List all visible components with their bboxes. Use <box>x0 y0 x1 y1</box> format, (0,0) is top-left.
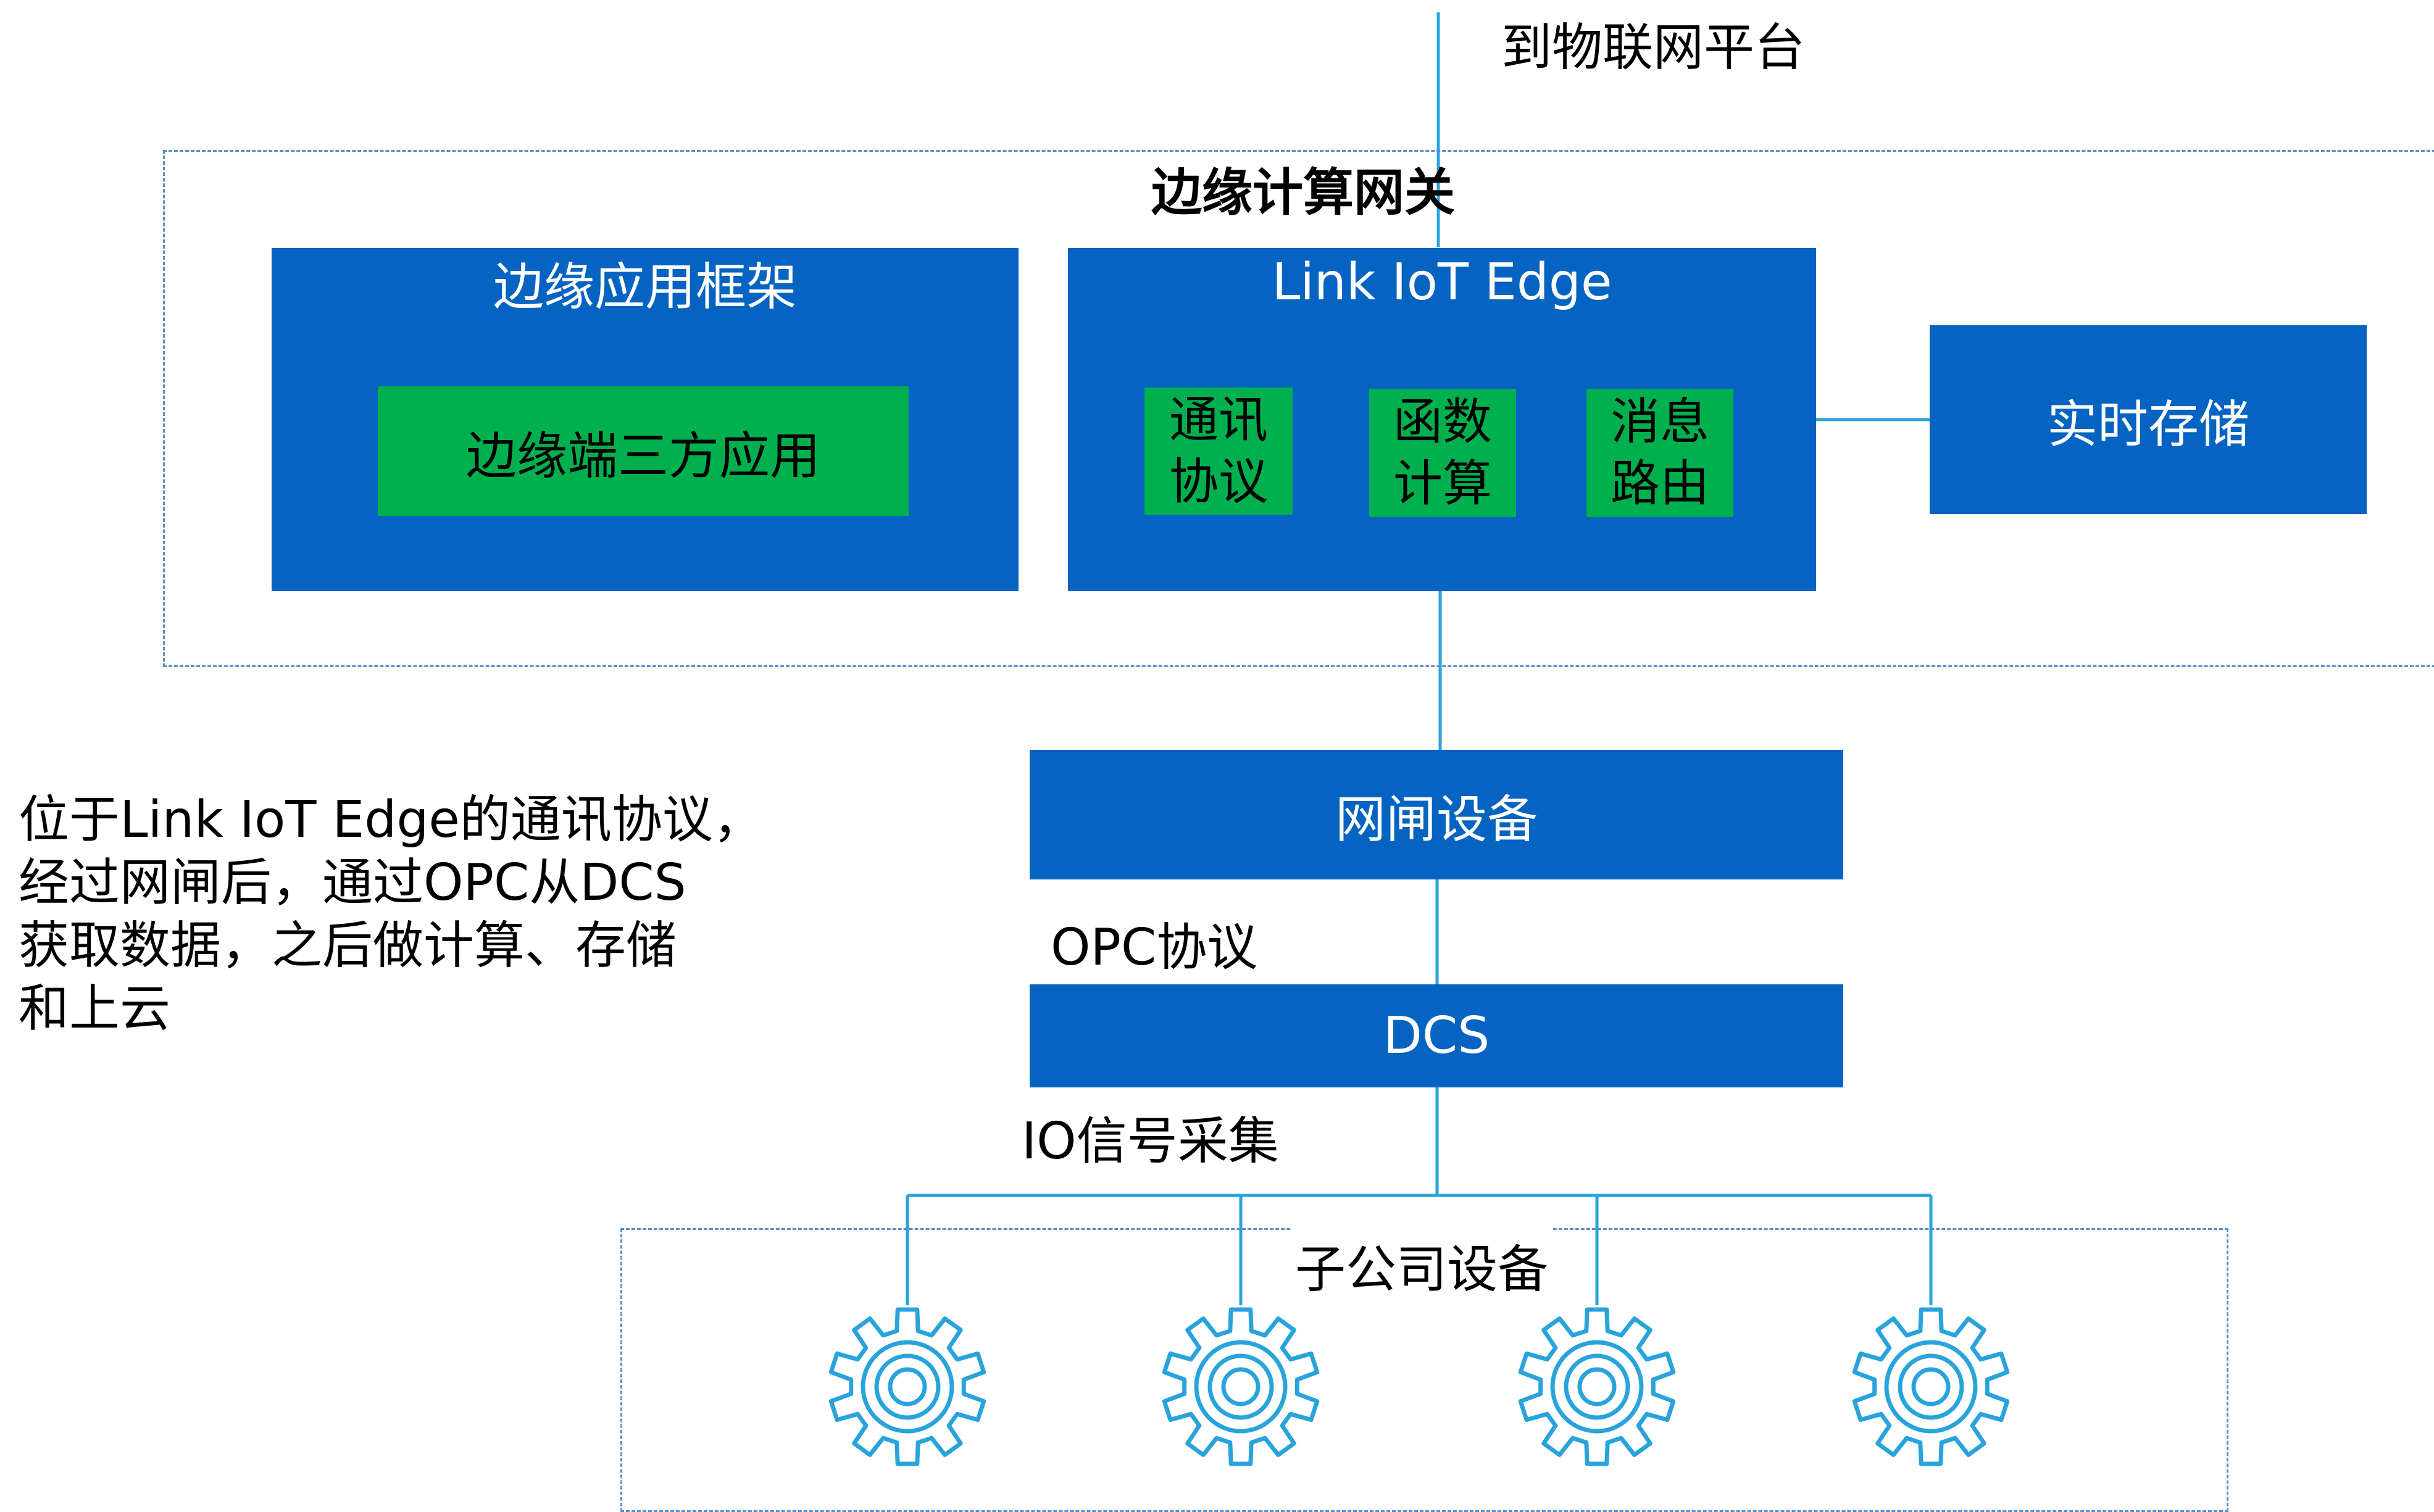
opc-protocol-label: OPC协议 <box>1051 918 1258 977</box>
module-function-compute: 函数 计算 <box>1369 389 1516 517</box>
gatekeeper-device-box: 网闸设备 <box>1030 750 1843 879</box>
description-text: 位于Link IoT Edge的通讯协议， 经过网闸后，通过OPC从DCS 获取… <box>19 791 764 1038</box>
edge-third-party-app-box: 边缘端三方应用 <box>378 386 909 516</box>
edge-gateway-title: 边缘计算网关 <box>1151 164 1456 222</box>
gear-icon <box>1159 1305 1322 1468</box>
link-iot-edge-title: Link IoT Edge <box>1272 252 1612 312</box>
edge-app-framework-title: 边缘应用框架 <box>493 257 797 317</box>
dcs-box: DCS <box>1030 984 1843 1087</box>
gear-icon <box>1849 1305 2012 1468</box>
io-signal-label: IO信号采集 <box>1022 1112 1279 1171</box>
gear-icon <box>1515 1305 1678 1468</box>
module-communication-protocol: 通讯 协议 <box>1144 388 1293 515</box>
realtime-storage-box: 实时存储 <box>1930 325 2367 514</box>
edge-gateway-frame <box>163 150 2434 667</box>
subsidiary-devices-label: 子公司设备 <box>1291 1228 1553 1302</box>
module-message-routing: 消息 路由 <box>1586 389 1733 517</box>
gear-icon <box>826 1305 989 1468</box>
to-iot-platform-label: 到物联网平台 <box>1501 19 1806 77</box>
